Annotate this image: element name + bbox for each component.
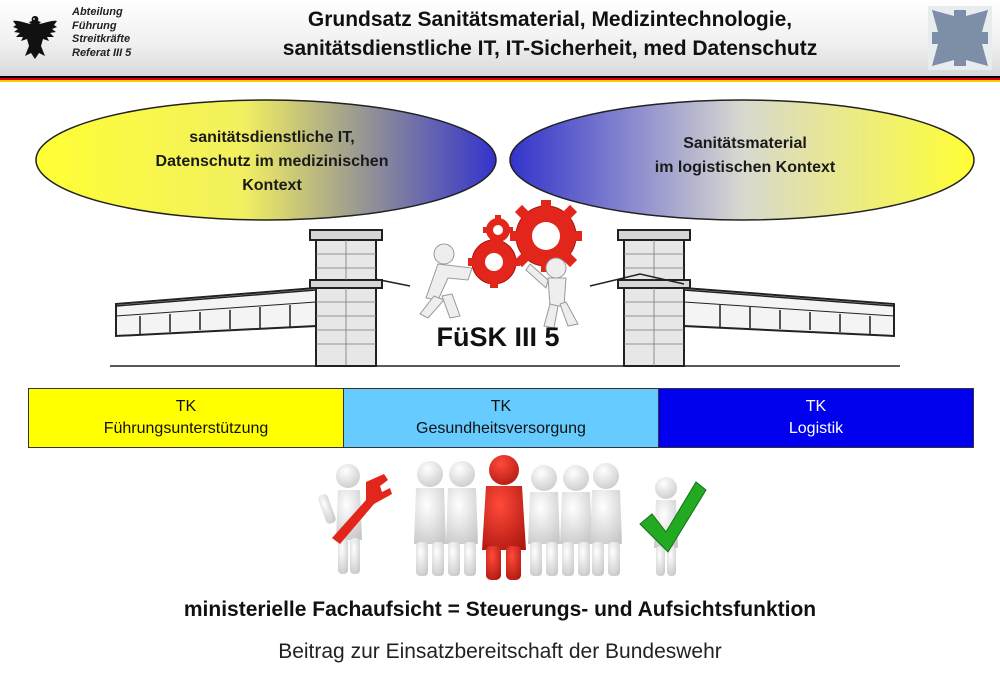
ellipse-line: Sanitätsmaterial <box>683 135 807 152</box>
contribution-statement: Beitrag zur Einsatzbereitschaft der Bund… <box>278 640 722 663</box>
figure-leader <box>482 455 526 580</box>
gear-small <box>483 215 513 245</box>
title-line: Grundsatz Sanitätsmaterial, Medizintechn… <box>307 8 793 31</box>
department-line: Referat III 5 <box>72 46 132 59</box>
tk-box-heading: TK <box>175 398 197 415</box>
context-ellipses <box>35 99 975 221</box>
ellipse-right-text: Sanitätsmaterial im logistischen Kontext <box>600 132 890 180</box>
tk-box-label: Führungsunterstützung <box>103 420 269 437</box>
supervision-statement: ministerielle Fachaufsicht = Steuerungs-… <box>183 598 817 621</box>
federal-eagle-icon <box>13 16 57 59</box>
department-line: Führung <box>72 19 117 32</box>
department-line: Abteilung <box>72 6 123 18</box>
gear-medium <box>468 236 520 288</box>
ellipse-line: sanitätsdienstliche IT, <box>189 129 355 146</box>
center-label: FüSK III 5 <box>436 322 560 352</box>
tk-box-label: Logistik <box>788 420 844 437</box>
tk-box-heading: TK <box>490 398 512 415</box>
bridge-illustration <box>110 229 900 367</box>
title-line: sanitätsdienstliche IT, IT-Sicherheit, m… <box>282 37 818 60</box>
gears-figures-icon <box>419 200 582 329</box>
checkmark-icon <box>639 481 707 553</box>
tk-box-heading: TK <box>805 398 827 415</box>
ellipse-line: Datenschutz im medizinischen <box>155 153 389 170</box>
ellipse-left-text: sanitätsdienstliche IT, Datenschutz im m… <box>92 126 452 198</box>
department-line: Streitkräfte <box>72 33 131 45</box>
gear-large <box>510 200 582 272</box>
wrench-icon <box>332 474 392 544</box>
tk-box-label: Gesundheitsversorgung <box>416 420 586 437</box>
team-figures-icon <box>318 455 707 580</box>
tk-box-logistik: TK Logistik <box>659 389 973 447</box>
ellipse-it-datenschutz <box>35 99 497 221</box>
department-label: Abteilung Führung Streitkräfte Referat I… <box>72 6 172 60</box>
figure-right <box>525 257 579 329</box>
tk-box-gesundheitsversorgung: TK Gesundheitsversorgung <box>344 389 659 447</box>
ellipse-line: Kontext <box>242 177 302 194</box>
tk-row: TK Führungsunterstützung TK Gesundheitsv… <box>28 388 974 448</box>
ellipse-line: im logistischen Kontext <box>654 159 836 176</box>
figure-group <box>414 461 622 576</box>
tk-box-fuehrungsunterstuetzung: TK Führungsunterstützung <box>29 389 344 447</box>
page-title: Grundsatz Sanitätsmaterial, Medizintechn… <box>190 5 910 63</box>
iron-cross-icon <box>928 6 992 70</box>
figure-left <box>419 243 473 319</box>
ellipse-sanitaetsmaterial <box>509 99 975 221</box>
flag-stripe <box>0 76 1000 82</box>
header-bar: Abteilung Führung Streitkräfte Referat I… <box>0 0 1000 76</box>
